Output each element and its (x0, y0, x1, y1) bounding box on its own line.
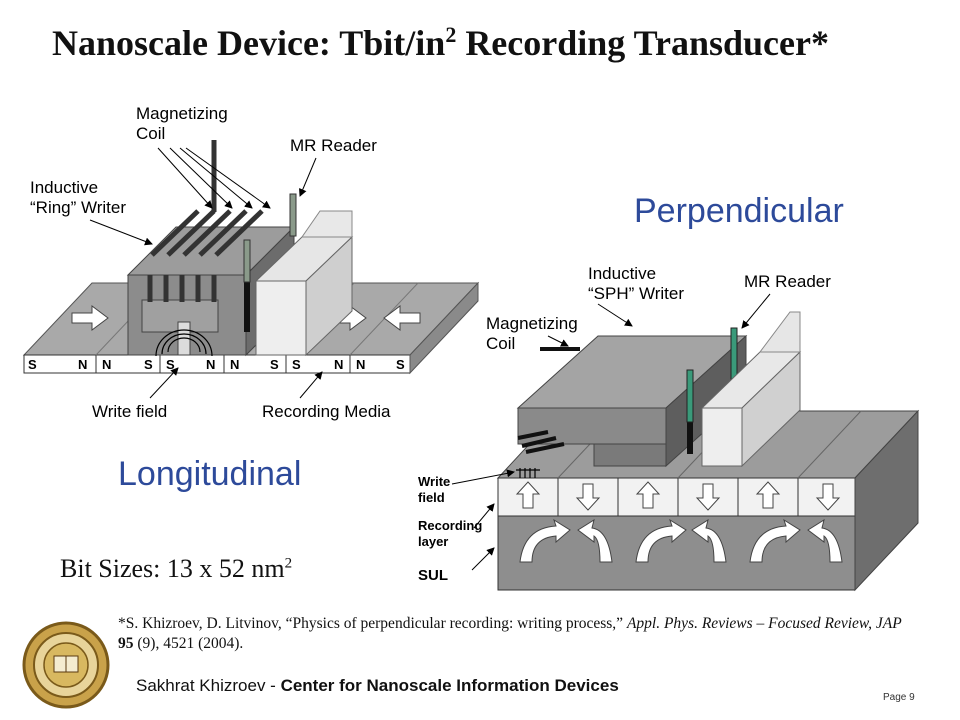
pole-label: S (28, 357, 37, 372)
longitudinal-diagram (22, 140, 480, 399)
perp-reader-label: MR Reader (744, 272, 831, 291)
pole-label: N (356, 357, 366, 372)
pole-label: N (334, 357, 344, 372)
pole-label: S (270, 357, 279, 372)
long-reader-label: MR Reader (290, 136, 377, 155)
footer: Sakhrat Khizroev - Center for Nanoscale … (136, 676, 619, 695)
page-number: Page 9 (883, 692, 915, 703)
long-media-label: Recording Media (262, 402, 391, 421)
longitudinal-heading: Longitudinal (118, 455, 302, 493)
pole-label: N (78, 357, 88, 372)
bit-sizes: Bit Sizes: 13 x 52 nm2 (60, 554, 293, 583)
perpendicular-diagram (451, 293, 920, 592)
perp-writer-label: Inductive“SPH” Writer (588, 264, 685, 303)
perpendicular-heading: Perpendicular (634, 192, 844, 230)
perp-sul-label: SUL (418, 567, 448, 584)
pole-label: S (396, 357, 405, 372)
page-title: Nanoscale Device: Tbit/in2 Recording Tra… (52, 22, 829, 63)
pole-label: N (206, 357, 216, 372)
pole-label: S (144, 357, 153, 372)
pole-label: S (292, 357, 301, 372)
pole-label: S (166, 357, 175, 372)
pole-label: N (230, 357, 240, 372)
long-write-field-label: Write field (92, 402, 168, 421)
pole-label: N (102, 357, 112, 372)
reference-citation: *S. Khizroev, D. Litvinov, “Physics of p… (118, 615, 902, 652)
long-writer-label: Inductive“Ring” Writer (30, 178, 127, 217)
